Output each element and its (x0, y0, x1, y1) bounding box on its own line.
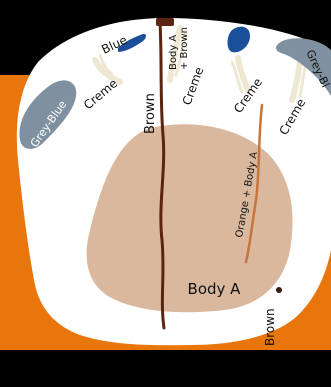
label-brown-dot: Brown (263, 308, 277, 346)
label-body-a: Body A (188, 280, 242, 298)
brown-cap (156, 18, 174, 26)
brown-dot (276, 287, 282, 293)
label-body-a-brown-line1: Body A (168, 35, 179, 70)
label-body-a-brown: Body A + Brown (168, 27, 190, 70)
label-brown-vein: Brown (143, 93, 158, 134)
label-body-a-brown-line2: + Brown (179, 27, 190, 70)
